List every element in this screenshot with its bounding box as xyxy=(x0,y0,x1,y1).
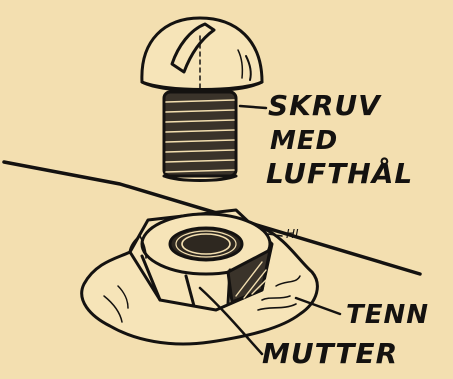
label-nut: MUTTER xyxy=(262,340,398,368)
label-with: MED xyxy=(270,128,338,154)
screw-leader xyxy=(240,106,266,108)
label-hole-mark: HL xyxy=(286,228,302,240)
screw-threads xyxy=(164,92,236,181)
label-screw: SKRUV xyxy=(268,92,381,120)
screw-head xyxy=(142,18,262,91)
label-air-hole: LUFTHÅL xyxy=(266,160,413,188)
label-solder: TENN xyxy=(346,302,429,328)
